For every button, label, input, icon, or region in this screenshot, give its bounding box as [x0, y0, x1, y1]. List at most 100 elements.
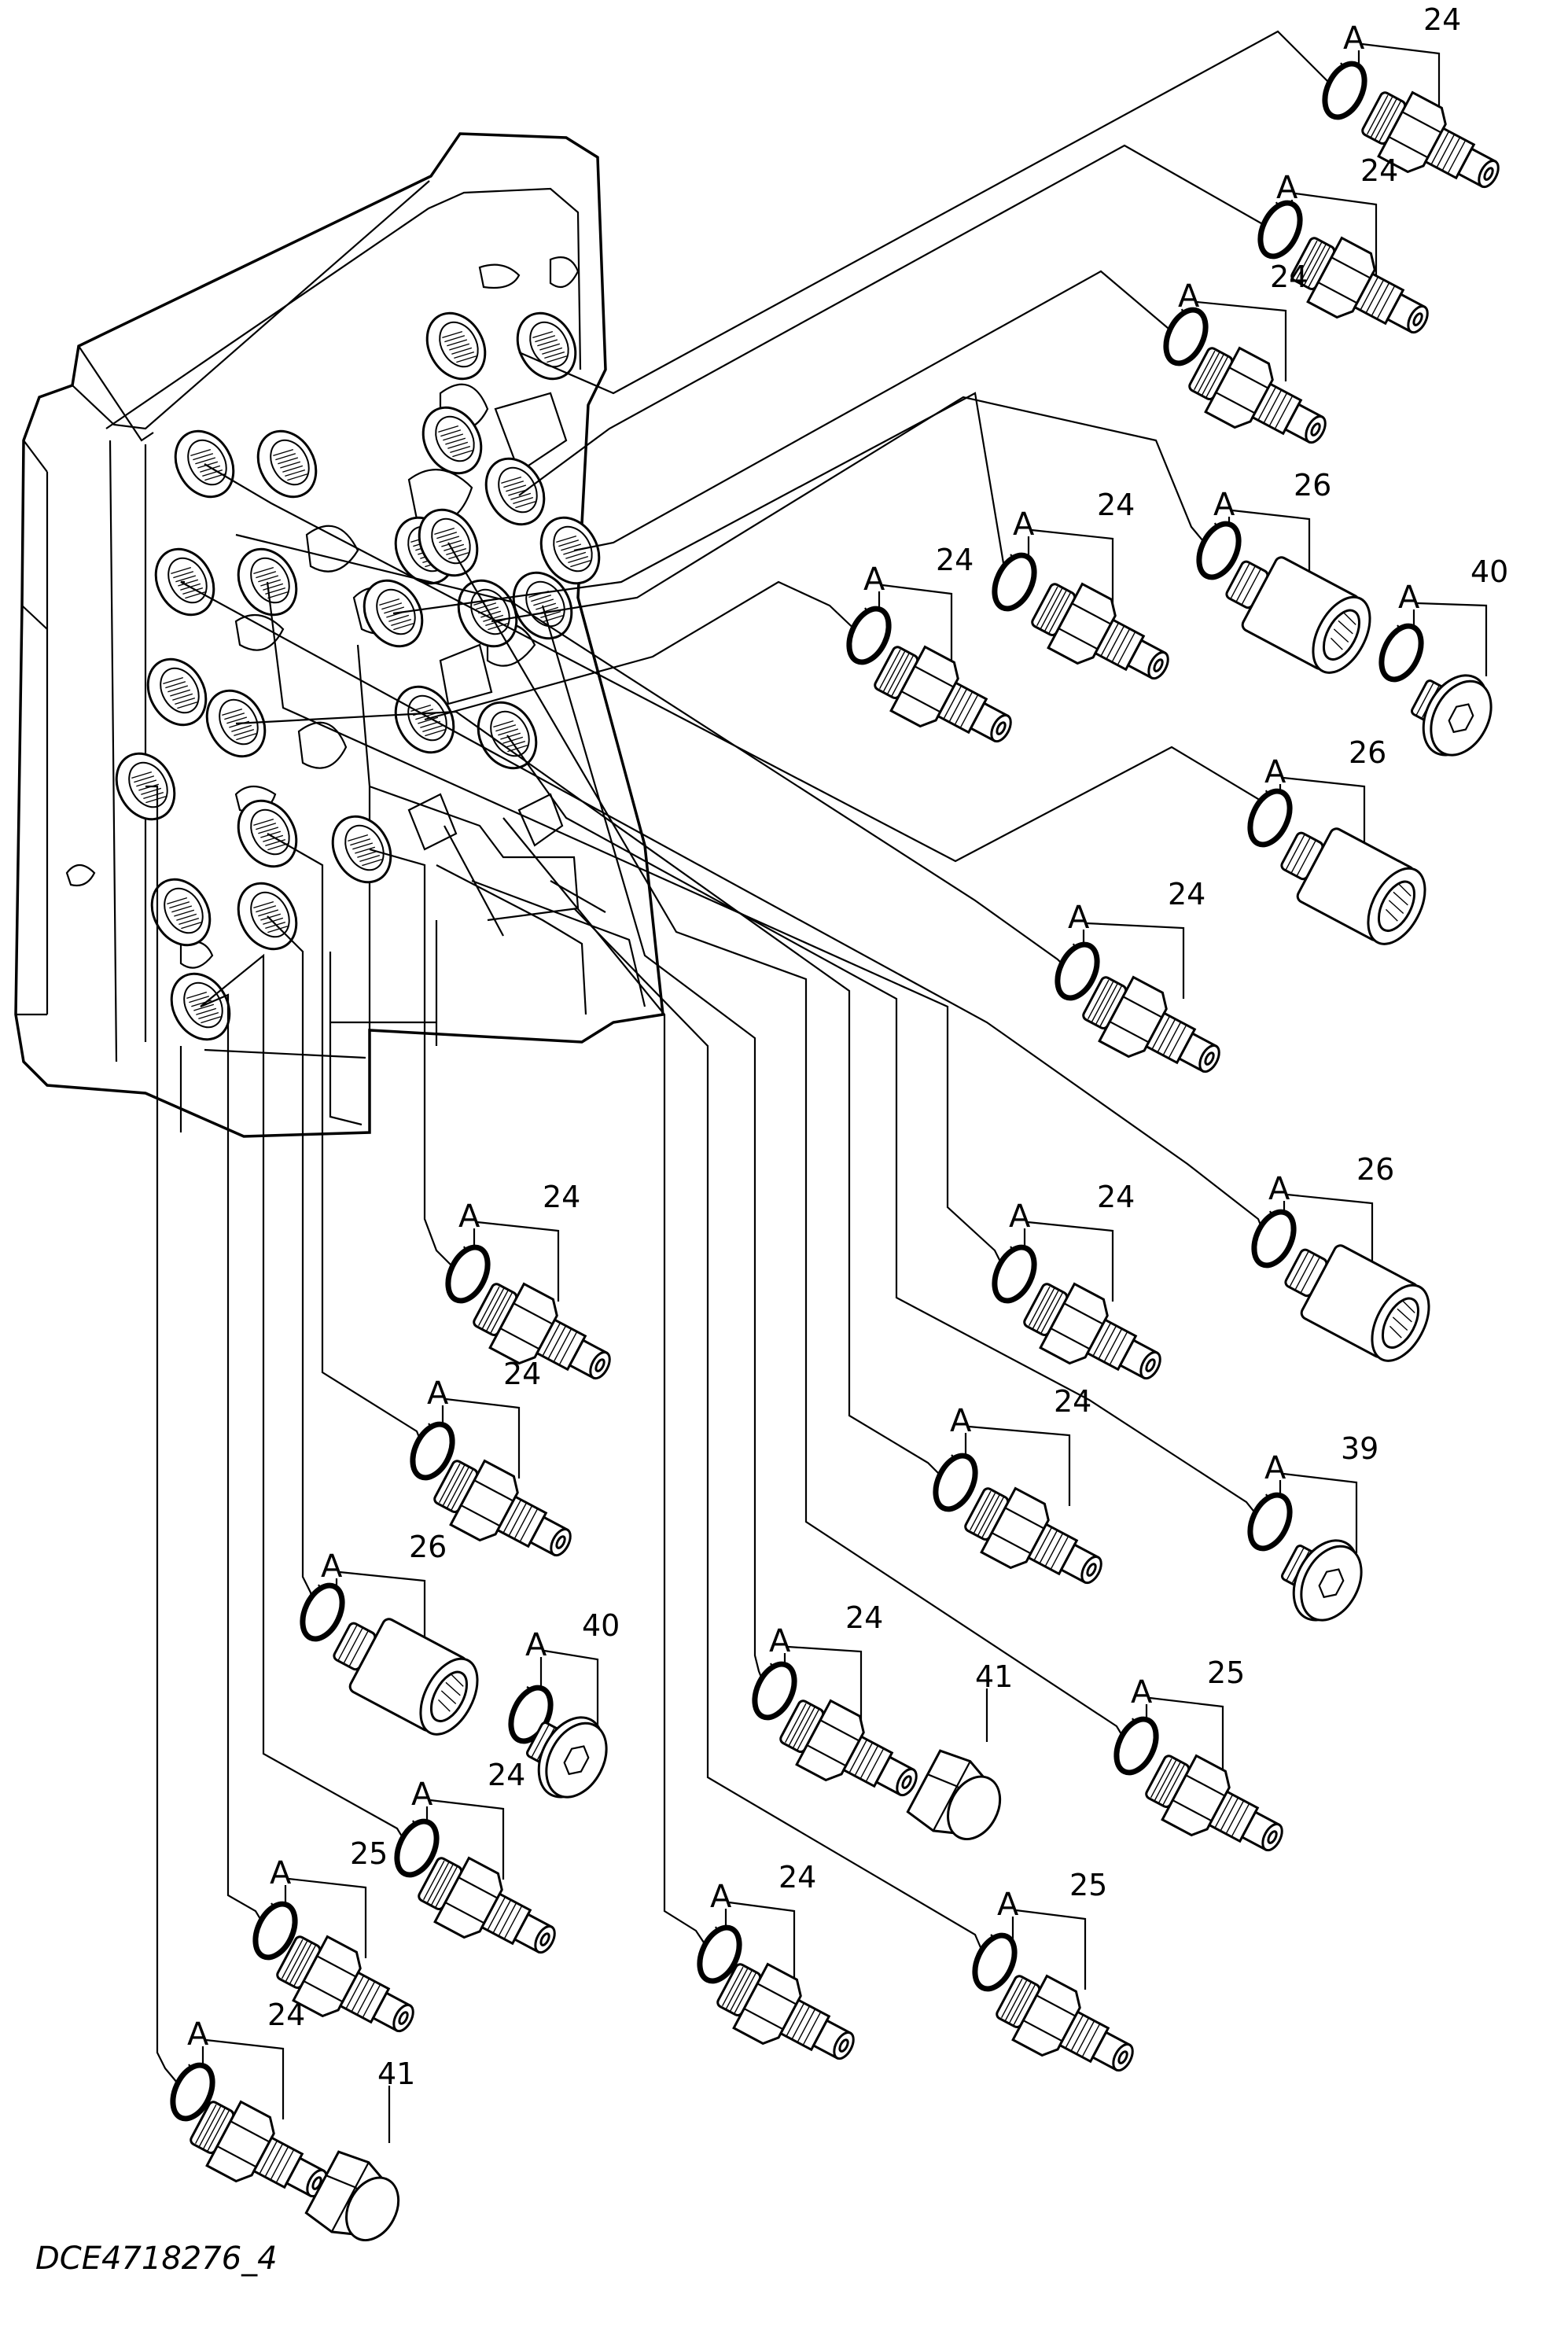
callout-a-marker: A	[1398, 580, 1420, 616]
o-ring	[1378, 623, 1424, 683]
callout-a-marker: A	[187, 2016, 209, 2053]
callout-number: 26	[409, 1530, 447, 1564]
leader-line	[518, 144, 1273, 496]
callout-40: A40	[508, 1608, 621, 1812]
callout-24: A 24	[933, 1384, 1117, 1607]
callout-bracket	[1294, 192, 1378, 275]
o-ring	[1196, 521, 1242, 580]
callout-a-marker: A	[1213, 487, 1235, 523]
connector-part	[1074, 963, 1235, 1096]
connector-part	[425, 1447, 586, 1579]
callout-number: 24	[936, 543, 974, 577]
o-ring	[933, 1453, 978, 1512]
connector-part	[709, 1950, 869, 2082]
port-opening	[146, 657, 208, 727]
callout-a-marker: A	[525, 1627, 547, 1663]
callout-number: 24	[1360, 153, 1398, 188]
callout-a-marker: A	[1009, 1199, 1031, 1235]
socket-plug-part	[1398, 657, 1506, 770]
callout-bracket	[1361, 42, 1441, 124]
callout-41: 41	[303, 2057, 415, 2256]
callout-24: A 24	[992, 1180, 1176, 1402]
leader-line	[502, 817, 712, 1955]
o-ring	[394, 1818, 440, 1878]
callout-number: 25	[1207, 1655, 1245, 1690]
callout-41: 41	[904, 1659, 1015, 1855]
connector-part	[956, 1475, 1117, 1607]
port-opening	[457, 579, 518, 648]
port-opening	[484, 457, 546, 526]
callout-number: 40	[1470, 554, 1508, 589]
port-opening	[150, 878, 212, 947]
callout-number: 24	[1097, 488, 1135, 522]
callout-number: 25	[350, 1836, 388, 1871]
leader-line	[424, 580, 862, 721]
cap-part	[904, 1745, 1015, 1855]
callout-number: 41	[975, 1659, 1013, 1694]
callout-bracket	[1015, 1909, 1087, 1990]
o-ring	[1247, 788, 1293, 848]
callout-bracket	[429, 1799, 505, 1880]
callout-a-marker: A	[411, 1777, 433, 1813]
leader-line	[573, 908, 988, 1963]
callout-a-marker: A	[1264, 1450, 1286, 1486]
callout-a-marker: A	[1068, 900, 1090, 936]
callout-a-marker: A	[1264, 754, 1286, 790]
connector-part	[988, 1962, 1148, 2094]
connector-part	[866, 633, 1026, 765]
port-opening	[516, 311, 577, 381]
callout-number: 24	[1054, 1384, 1091, 1419]
callout-number: 26	[1349, 735, 1386, 770]
callout-bracket	[1286, 1193, 1374, 1274]
adapter-part	[1273, 1228, 1442, 1372]
callout-bracket	[543, 1649, 599, 1730]
o-ring	[752, 1661, 797, 1721]
drawing-code: DCE4718276_4	[35, 2241, 278, 2277]
connector-part	[1023, 570, 1183, 702]
callout-bracket	[445, 1397, 521, 1478]
o-ring	[697, 1924, 742, 1984]
callout-number: 24	[1423, 2, 1461, 37]
callout-bracket	[1283, 776, 1366, 857]
callout-number: 26	[1294, 468, 1331, 503]
callout-a-marker: A	[769, 1623, 791, 1659]
valve-block	[14, 132, 664, 1138]
cap-part	[303, 2146, 414, 2256]
o-ring	[410, 1421, 455, 1481]
callout-bracket	[288, 1877, 367, 1958]
adapter-part	[322, 1602, 491, 1745]
leader-line	[200, 953, 410, 1849]
callout-a-marker: A	[1268, 1171, 1290, 1207]
leader-line	[180, 580, 1268, 1239]
callout-bracket	[1416, 602, 1488, 676]
callout-number: 39	[1341, 1431, 1378, 1466]
callout-26: A26	[300, 1530, 491, 1745]
connector-part	[268, 1923, 429, 2055]
callout-a-marker: A	[863, 562, 885, 598]
callout-a-marker: A	[427, 1375, 449, 1412]
callout-bracket	[1283, 1472, 1358, 1553]
leader-line	[145, 785, 186, 2093]
callout-24: A 24	[846, 543, 1026, 765]
callout-number: 24	[543, 1180, 580, 1214]
callout-number: 26	[1356, 1152, 1394, 1187]
o-ring	[1055, 941, 1100, 1001]
callout-bracket	[1231, 509, 1311, 590]
adapter-part	[1269, 812, 1438, 955]
leader-line	[506, 735, 1263, 1523]
callout-number: 24	[1097, 1180, 1135, 1214]
o-ring	[992, 1244, 1037, 1304]
leader-line	[204, 463, 1272, 863]
callout-40: A 40	[1378, 554, 1508, 770]
o-ring	[972, 1932, 1018, 1992]
callout-bracket	[968, 1425, 1071, 1506]
callout-a-marker: A	[270, 1855, 292, 1891]
callout-bracket	[1031, 528, 1114, 609]
leader-line	[573, 270, 1179, 552]
callout-a-marker: A	[950, 1403, 972, 1439]
callout-number: 24	[503, 1357, 541, 1391]
callout-bracket	[728, 1901, 796, 1982]
callout-bracket	[1027, 1221, 1114, 1302]
callout-number: 24	[488, 1758, 525, 1792]
